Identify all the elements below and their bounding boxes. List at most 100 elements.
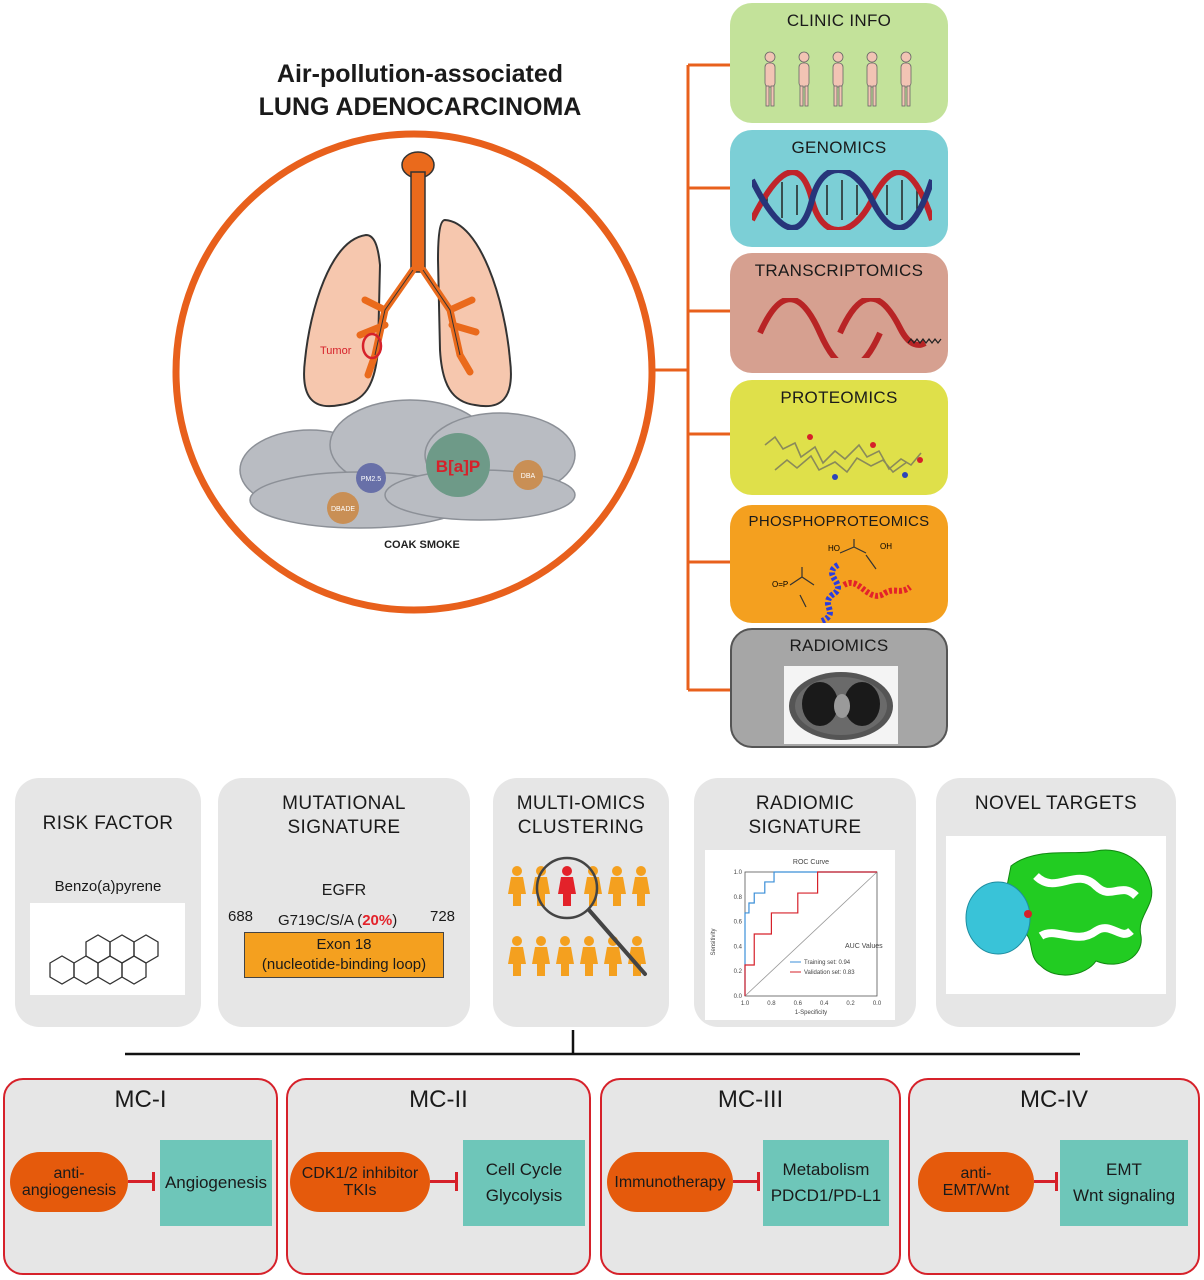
- radiomic-title: RADIOMIC SIGNATURE: [694, 792, 916, 840]
- binding-site: [1024, 910, 1032, 918]
- mutational-title: MUTATIONAL SIGNATURE: [218, 792, 470, 840]
- tumor-label: Tumor: [320, 345, 352, 357]
- roc-curve-chart: ROC Curve Sensitivity 1-Specificity AUC …: [705, 850, 895, 1020]
- trachea: [410, 171, 426, 273]
- roc-x-tick-3: 0.4: [820, 1001, 829, 1007]
- mc-i-title: MC-I: [114, 1086, 167, 1113]
- mc-iii-target-1: Metabolism: [782, 1160, 870, 1179]
- mutational-title-1: MUTATIONAL: [282, 793, 406, 814]
- lung-illustration: Tumor PM2.5 B[a]P DBA DBADE COAK SMOKE: [172, 130, 656, 614]
- protein-structure-icon: [764, 434, 923, 480]
- mc-ii-target-2: Glycolysis: [485, 1186, 563, 1205]
- omics-genomics: GENOMICS: [730, 130, 948, 247]
- dna-helix-icon: [752, 170, 932, 230]
- mc-i-drug-2: angiogenesis: [21, 1182, 117, 1199]
- clustering-title-1: MULTI-OMICS: [516, 793, 646, 814]
- pm25-label: PM2.5: [361, 476, 381, 483]
- cloud-label: COAK SMOKE: [384, 539, 460, 551]
- mc-iii-drug-1: Immunotherapy: [614, 1173, 726, 1191]
- mc-iii-inhibit-arrow: [733, 1172, 760, 1191]
- panel-risk-factor: RISK FACTOR Benzo(a)pyrene: [15, 778, 201, 1027]
- diagram-title: Air-pollution-associated LUNG ADENOCARCI…: [170, 58, 670, 124]
- dba-label: DBA: [521, 473, 536, 480]
- bronchi-outline: [374, 269, 461, 356]
- mc-ii-drug-2: TKIs: [343, 1182, 377, 1199]
- roc-y-tick-0: 0.0: [734, 994, 743, 1000]
- exon-end: 728: [430, 908, 456, 925]
- mc-iv-title: MC-IV: [1020, 1086, 1088, 1113]
- mc-ii-drug: CDK1/2 inhibitor TKIs: [290, 1152, 430, 1212]
- panel-radiomic-signature: RADIOMIC SIGNATURE ROC Curve Sensitivity…: [694, 778, 916, 1027]
- mc-ii-drug-1: CDK1/2 inhibitor: [301, 1165, 419, 1182]
- exon-label: Exon 18: [316, 936, 372, 953]
- ct-scan-image: [784, 666, 898, 744]
- protein-docking-image: [946, 836, 1166, 994]
- dbade-label: DBADE: [331, 506, 355, 513]
- patients-icon: [764, 51, 912, 107]
- rna-wave-icon: [757, 298, 942, 358]
- pollutant-dba: [513, 460, 543, 490]
- transcriptomics-label: TRANSCRIPTOMICS: [754, 261, 924, 280]
- magnifier-handle: [587, 908, 647, 976]
- mc-ii-target: Cell Cycle Glycolysis: [463, 1140, 585, 1226]
- mc-iii-title: MC-III: [717, 1086, 784, 1113]
- mc-iv-target-2: Wnt signaling: [1072, 1186, 1176, 1205]
- right-lung: [436, 218, 512, 408]
- roc-training-curve: [744, 871, 877, 996]
- risk-factor-title: RISK FACTOR: [42, 813, 174, 834]
- benzopyrene-structure: [30, 903, 185, 995]
- ligand-cyan: [965, 881, 1031, 955]
- panel-mutational-signature: MUTATIONAL SIGNATURE EGFR 688 728 G719C/…: [218, 778, 470, 1027]
- mutational-title-2: SIGNATURE: [287, 817, 401, 838]
- roc-y-tick-4: 0.8: [734, 895, 743, 901]
- genomics-label: GENOMICS: [791, 138, 887, 157]
- roc-title: ROC Curve: [793, 859, 829, 866]
- mutation-text: G719C/S/A (: [278, 912, 363, 929]
- tumor-marker: [361, 332, 383, 360]
- clinic-info-label: CLINIC INFO: [786, 11, 892, 30]
- radiomics-label: RADIOMICS: [789, 636, 889, 655]
- pollutant-dbade: [327, 492, 359, 524]
- mc-ii-inhibit-arrow: [430, 1172, 458, 1191]
- exon-start: 688: [228, 908, 254, 925]
- proteomics-label: PROTEOMICS: [780, 388, 898, 407]
- panel-multi-omics-clustering: MULTI-OMICS CLUSTERING: [493, 778, 669, 1027]
- mc-iii-target-2: PDCD1/PD-L1: [770, 1186, 882, 1205]
- mutation-frequency: 20%: [362, 912, 393, 929]
- roc-x-tick-4: 0.2: [846, 1001, 855, 1007]
- cluster-connector: [125, 1030, 1080, 1056]
- mc-iv-inhibit-arrow: [1034, 1172, 1058, 1191]
- radiomic-title-1: RADIOMIC: [755, 793, 855, 814]
- roc-y-tick-2: 0.4: [734, 944, 743, 950]
- magnifier-lens: [535, 856, 599, 920]
- roc-xlabel: 1-Specificity: [795, 1010, 827, 1016]
- roc-legend-box: [833, 956, 888, 986]
- roc-ylabel: Sensitivity: [711, 928, 717, 955]
- pollutant-pm25: [356, 463, 386, 493]
- roc-diagonal: [744, 871, 878, 997]
- panel-novel-targets: NOVEL TARGETS: [936, 778, 1176, 1027]
- mutation-label: G719C/S/A (20%): [278, 912, 397, 929]
- mc-iii-drug: Immunotherapy: [607, 1152, 733, 1212]
- omics-radiomics: RADIOMICS: [730, 628, 948, 748]
- mc-i-drug: anti- angiogenesis: [10, 1152, 128, 1212]
- mc-iv-drug-1: anti-: [960, 1165, 992, 1182]
- svg-text:O=P: O=P: [772, 580, 788, 589]
- radiomic-title-2: SIGNATURE: [748, 817, 862, 838]
- mc-i-target: Angiogenesis: [160, 1140, 272, 1226]
- omics-proteomics: PROTEOMICS: [730, 380, 948, 495]
- roc-validation-curve: [744, 871, 877, 996]
- title-line-1: Air-pollution-associated: [276, 60, 564, 88]
- clustering-title-2: CLUSTERING: [517, 817, 645, 838]
- roc-y-tick-3: 0.6: [734, 920, 743, 926]
- phospho-molecule-icon: O=P HO OH: [772, 539, 912, 623]
- roc-x-tick-1: 0.8: [767, 1001, 776, 1007]
- svg-text:OH: OH: [880, 542, 892, 551]
- exon-bar: Exon 18 (nucleotide-binding loop): [244, 932, 444, 978]
- roc-auc-title: AUC Values: [845, 943, 883, 950]
- svg-text:HO: HO: [828, 544, 840, 553]
- roc-legend-valid: Validation set: 0.83: [804, 970, 855, 976]
- clustering-title: MULTI-OMICS CLUSTERING: [493, 792, 669, 840]
- mc-iv-target: EMT Wnt signaling: [1060, 1140, 1188, 1226]
- roc-y-tick-5: 1.0: [734, 870, 743, 876]
